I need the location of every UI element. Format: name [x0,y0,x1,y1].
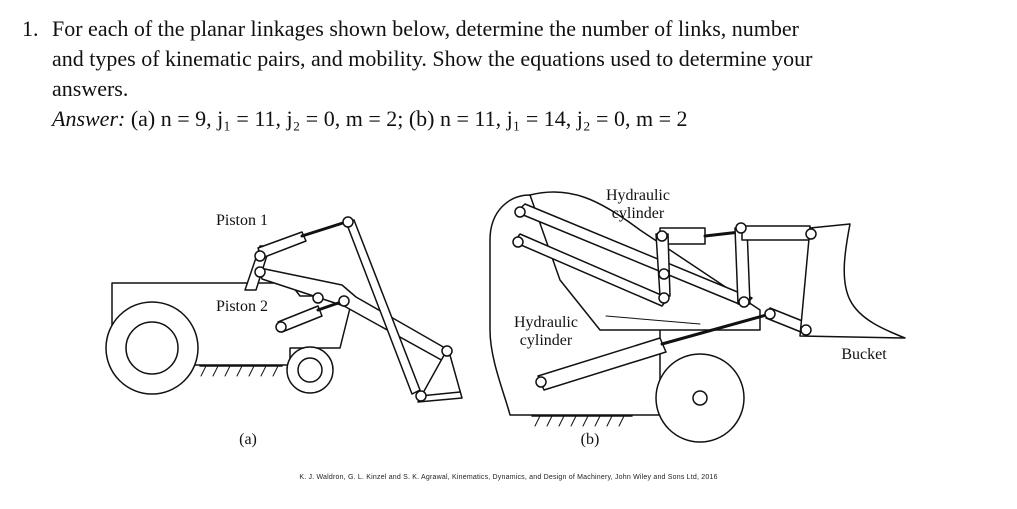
rear-wheel-b-icon [655,353,745,443]
hydraulic-cylinder-top-label: Hydraulic cylinder [596,187,680,223]
answer-line: Answer: (a) n = 9, j₁ = 11, j₂ = 0, m = … [52,104,1000,134]
piston-2-label: Piston 2 [215,298,268,315]
problem-text-line-3: answers. [52,76,129,101]
problem-text-line-1: For each of the planar linkages shown be… [52,16,799,41]
figure-b-loader [489,191,906,443]
problem-text-line-2: and types of kinematic pairs, and mobili… [52,46,813,71]
rear-wheel-icon [105,301,199,395]
ground-hatch-b [534,415,625,427]
piston-1-label: Piston 1 [215,212,268,229]
problem-body: For each of the planar linkages shown be… [52,14,1000,134]
bucket-a [417,347,463,403]
hydraulic-bottom-line-1: Hydraulic [514,314,578,331]
source-credit: K. J. Waldron, G. L. Kinzel and S. K. Ag… [299,474,718,481]
bucket-label: Bucket [841,346,887,363]
ground-hatch-a [200,365,279,377]
figure-b-caption: (b) [580,431,600,448]
figure-a-caption: (a) [239,431,257,448]
bucket-b [799,223,906,339]
answer-label: Answer: [52,106,126,131]
hydraulic-bottom-line-2: cylinder [519,332,573,349]
figure-a-tractor-loader [105,216,463,403]
boom-upper-arm [259,267,453,363]
front-wheel-icon [286,346,334,394]
hydraulic-top-line-1: Hydraulic [606,187,670,204]
hydraulic-top-line-2: cylinder [611,205,665,222]
problem-number: 1. [22,16,39,41]
hydraulic-cylinder-bottom-label: Hydraulic cylinder [504,314,588,350]
answer-text: (a) n = 9, j₁ = 11, j₂ = 0, m = 2; (b) n… [125,106,688,131]
